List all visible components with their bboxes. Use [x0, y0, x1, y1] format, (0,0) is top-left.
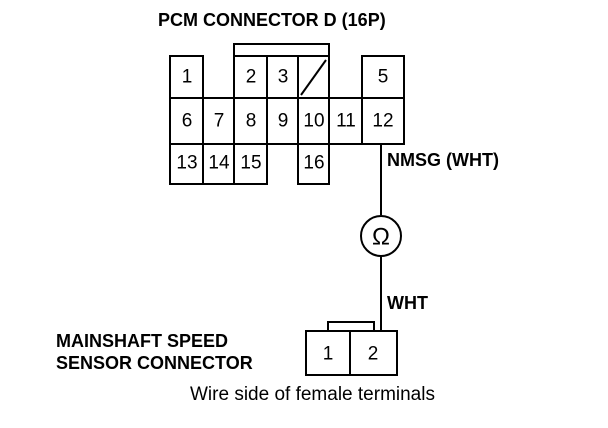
- terminal-view-caption: Wire side of female terminals: [190, 384, 435, 405]
- sensor-connector-title-line1: MAINSHAFT SPEED: [56, 331, 229, 351]
- nmsg-wire-label: NMSG (WHT): [387, 150, 499, 170]
- pcm-pin-label: 15: [240, 153, 261, 174]
- pcm-pin-label: 13: [176, 153, 197, 174]
- pcm-pin-label: 1: [182, 67, 193, 88]
- pcm-pin-label: 14: [208, 153, 230, 174]
- pcm-pin-2-cell: [233, 55, 268, 99]
- pcm-pin-5-cell: [361, 55, 405, 99]
- pcm-connector-title: PCM CONNECTOR D (16P): [158, 10, 386, 30]
- wht-wire-label: WHT: [387, 293, 428, 313]
- pcm-connector-key: [233, 43, 330, 57]
- pcm-pin-label: 9: [278, 111, 289, 132]
- sensor-connector-key: [327, 321, 375, 332]
- pcm-pin-11-cell: [328, 97, 363, 145]
- pcm-pin-label: 8: [246, 111, 257, 132]
- pcm-pin-1-cell: [169, 55, 204, 99]
- ohm-symbol: Ω: [372, 224, 390, 251]
- pcm-pin-12-cell: [361, 97, 405, 145]
- sensor-connector-body: [305, 330, 398, 376]
- pcm-pin-label: 16: [303, 153, 324, 174]
- pcm-pin-15-cell: [233, 143, 268, 185]
- pcm-pin-6-cell: [169, 97, 204, 145]
- pcm-pin-10-cell: [297, 97, 330, 145]
- pcm-pin-label: 5: [378, 67, 389, 88]
- pcm-pin-label: 3: [278, 67, 289, 88]
- pcm-pin-label: 6: [182, 111, 193, 132]
- pcm-pin-label: 11: [336, 111, 356, 132]
- sensor-connector-title-line2: SENSOR CONNECTOR: [56, 353, 253, 373]
- sensor-pin-label: 1: [323, 344, 334, 365]
- pcm-pin-label: 7: [214, 111, 225, 132]
- pcm-pin-16-cell: [297, 143, 330, 185]
- pcm-pin-label: 12: [372, 111, 393, 132]
- pcm-pin-label: 2: [246, 67, 257, 88]
- pcm-pin-3-cell: [266, 55, 299, 99]
- sensor-pin-label: 2: [368, 344, 379, 365]
- pcm-pin-13-cell: [169, 143, 204, 185]
- pcm-pin-label: 10: [303, 111, 324, 132]
- pcm-pin-4-unused-slash: [300, 59, 327, 96]
